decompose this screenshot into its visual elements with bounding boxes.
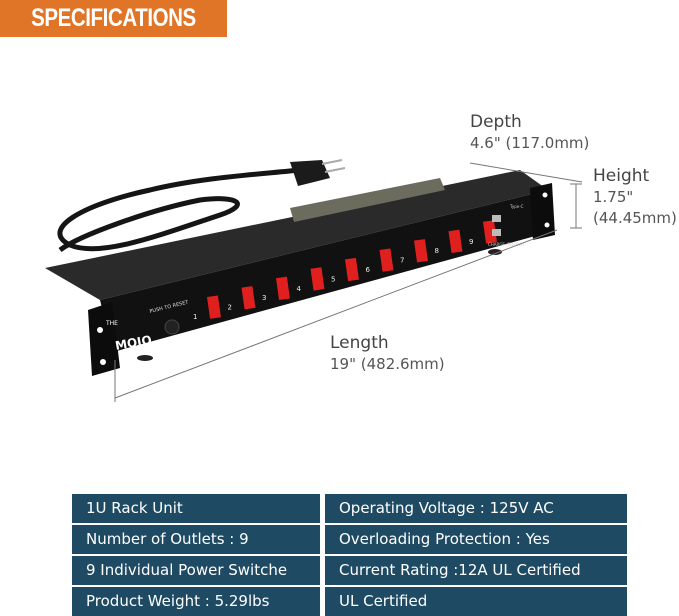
spec-cell-right: Current Rating :12A UL Certified xyxy=(325,556,627,585)
height-value-in: 1.75" xyxy=(593,188,634,206)
usb-label: CHARGE (PD20W) xyxy=(488,242,524,247)
power-switch xyxy=(379,248,394,272)
plug xyxy=(290,159,346,186)
length-dimension: Length 19" (482.6mm) xyxy=(330,333,445,375)
power-switch xyxy=(414,239,428,263)
spec-cell-left: 9 Individual Power Switche xyxy=(72,556,320,585)
power-switch xyxy=(241,286,256,310)
spec-cell-left: 1U Rack Unit xyxy=(72,494,320,523)
power-switch xyxy=(483,220,497,244)
switch-number: 2 xyxy=(228,304,232,312)
brand-prefix: THE xyxy=(105,320,118,327)
power-switch xyxy=(448,229,463,253)
rack-hole xyxy=(544,222,550,228)
top-label xyxy=(290,178,445,222)
usb-port xyxy=(492,215,501,222)
switch-number: 3 xyxy=(262,294,266,302)
type-c-label: Type-C xyxy=(509,204,524,209)
power-switch xyxy=(206,295,221,319)
rack-hole xyxy=(100,359,106,365)
switch-row: 1 2 3 4 5 6 7 8 9 xyxy=(193,220,497,321)
length-value: 19" (482.6mm) xyxy=(330,355,445,373)
power-switch xyxy=(310,267,325,291)
left-rack-ear xyxy=(88,302,120,376)
height-label: Height xyxy=(593,166,650,186)
usb-port xyxy=(492,229,501,236)
depth-value: 4.6" (117.0mm) xyxy=(470,134,590,152)
switch-number: 4 xyxy=(297,285,302,293)
spec-cell-right: Operating Voltage : 125V AC xyxy=(325,494,627,523)
switch-number: 9 xyxy=(469,238,473,246)
switch-number: 8 xyxy=(435,247,439,255)
specifications-banner: SPECIFICATIONS xyxy=(0,0,227,37)
power-cord xyxy=(57,167,301,253)
switch-number: 1 xyxy=(193,313,197,321)
switch-number: 5 xyxy=(331,275,335,283)
foot xyxy=(137,355,153,361)
foot xyxy=(488,249,502,255)
switch-number: 7 xyxy=(400,257,404,265)
spec-cell-left: Product Weight : 5.29lbs xyxy=(72,587,320,616)
spec-cell-left: Number of Outlets : 9 xyxy=(72,525,320,554)
rack-hole xyxy=(542,192,548,198)
depth-dimension: Depth 4.6" (117.0mm) xyxy=(470,112,589,154)
power-switch xyxy=(276,276,290,300)
brand-logo: MOJO xyxy=(114,333,153,353)
length-label: Length xyxy=(330,333,389,353)
height-value-mm: (44.45mm) xyxy=(593,209,677,227)
spec-cell-right: UL Certified xyxy=(325,587,627,616)
depth-label: Depth xyxy=(470,112,522,132)
switch-number: 6 xyxy=(366,266,371,274)
height-dimension: Height 1.75" (44.45mm) xyxy=(593,166,677,229)
power-switch xyxy=(345,257,359,282)
strip-top xyxy=(45,170,548,300)
right-rack-ear xyxy=(530,183,555,240)
dimension-lines xyxy=(114,162,583,402)
rack-hole xyxy=(97,327,103,333)
spec-cell-right: Overloading Protection : Yes xyxy=(325,525,627,554)
reset-button xyxy=(164,319,180,335)
banner-title: SPECIFICATIONS xyxy=(31,4,196,32)
